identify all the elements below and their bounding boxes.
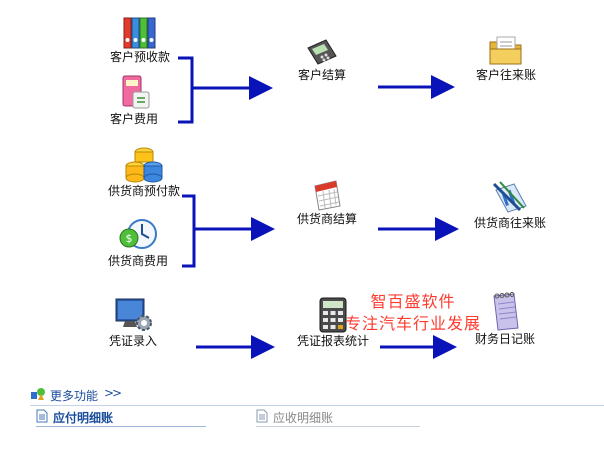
node-supplier-settlement-label: 供货商结算	[296, 212, 357, 226]
customer-bracket	[178, 56, 194, 124]
card-terminal-icon	[307, 39, 337, 65]
watermark-line-2: 专注汽车行业发展	[344, 314, 481, 333]
node-supplier-fees-label: 供货商费用	[107, 254, 168, 268]
document-icon	[36, 409, 48, 423]
divider	[30, 405, 604, 406]
node-customer-ledger-label: 客户往来账	[475, 68, 536, 82]
link-receivable-detail[interactable]: 应收明细账	[256, 408, 420, 427]
link-payable-detail-label: 应付明细账	[53, 411, 114, 425]
node-customer-settlement[interactable]: 客户结算	[292, 36, 352, 82]
link-underline	[36, 426, 206, 427]
node-customer-prepayment[interactable]: 客户预收款	[106, 16, 174, 64]
binders-icon	[123, 17, 156, 49]
node-finance-journal[interactable]: 财务日记账	[470, 292, 540, 346]
link-receivable-detail-label: 应收明细账	[273, 411, 334, 425]
node-voucher-reports-label: 凭证报表统计	[296, 334, 369, 348]
folder-icon	[489, 36, 522, 65]
node-customer-ledger[interactable]: 客户往来账	[470, 34, 542, 82]
node-voucher-entry-label: 凭证录入	[108, 334, 157, 348]
node-customer-fees[interactable]: 客户费用	[106, 74, 162, 126]
link-underline	[256, 426, 420, 427]
node-voucher-reports[interactable]: 凭证报表统计	[294, 296, 372, 348]
document-icon	[256, 409, 268, 423]
money-clock-icon: $	[119, 219, 157, 249]
shapes-icon	[31, 388, 45, 400]
node-customer-fees-label: 客户费用	[109, 112, 158, 126]
node-customer-prepayment-label: 客户预收款	[109, 50, 170, 64]
svg-text:$: $	[126, 232, 133, 245]
fee-box-icon	[122, 75, 150, 109]
calculator-icon	[319, 297, 347, 333]
node-supplier-settlement[interactable]: 供货商结算	[290, 178, 364, 226]
watermark-line-1: 智百盛软件	[370, 292, 456, 311]
supplier-bracket	[182, 194, 196, 268]
node-supplier-fees[interactable]: $ 供货商费用	[104, 216, 172, 268]
chevron-double-right-icon[interactable]: >>	[104, 386, 122, 400]
more-functions-label: 更多功能	[50, 389, 99, 403]
chart-book-icon	[492, 181, 527, 213]
node-finance-journal-label: 财务日记账	[474, 332, 535, 346]
node-supplier-prepayment[interactable]: 供货商预付款	[104, 146, 184, 198]
node-voucher-entry[interactable]: 凭证录入	[104, 296, 162, 348]
notebook-icon	[493, 292, 519, 331]
calendar-icon	[314, 180, 341, 211]
monitor-gear-icon	[115, 298, 152, 331]
node-supplier-ledger-label: 供货商往来账	[473, 216, 546, 230]
node-customer-settlement-label: 客户结算	[297, 68, 346, 82]
node-supplier-ledger[interactable]: 供货商往来账	[472, 180, 548, 230]
watermark-text: 智百盛软件 专注汽车行业发展	[336, 291, 490, 335]
node-supplier-prepayment-label: 供货商预付款	[107, 184, 180, 198]
more-functions-bar[interactable]: 更多功能 >>	[30, 386, 604, 404]
cylinders-icon	[125, 147, 163, 183]
link-payable-detail[interactable]: 应付明细账	[36, 408, 206, 427]
